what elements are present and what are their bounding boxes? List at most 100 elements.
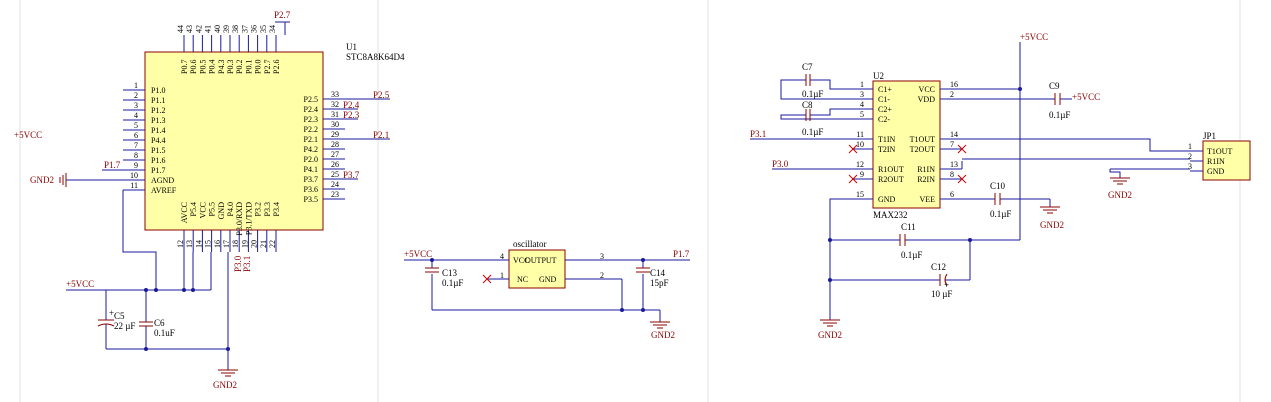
u1-net-labels: P2.7 P2.5 P2.4 P2.3 P2.1 P3.7 P1.7 +5VCC… <box>14 10 390 390</box>
net-p21: P2.1 <box>373 130 389 140</box>
net-gnd-vee: GND2 <box>1040 220 1064 230</box>
u1-pin-42-num: 42 <box>194 25 203 33</box>
u2-pin-5-num: 5 <box>860 110 864 119</box>
u1-mcu[interactable]: U1 STC8A8K64D4 P1.01P1.12P1.23P1.34P1.45… <box>123 25 405 252</box>
u1-pin-5-num: 5 <box>134 121 138 130</box>
u1-pin-6-name: P4.4 <box>151 136 165 145</box>
u1-pin-7-name: P1.5 <box>151 146 165 155</box>
c6-value: 0.1uF <box>154 328 175 338</box>
net-gnd-u2: GND2 <box>818 330 842 340</box>
oscillator[interactable]: oscillator VCC OUTPUT NC GND 4 3 1 2 <box>500 239 604 289</box>
u2-pin-7-num: 7 <box>950 140 954 149</box>
u1-pin-36-name: P0.0 <box>254 60 263 74</box>
net-p31txd: P3.1 <box>242 256 252 272</box>
osc-labels: +5VCC P1.7 GND2 C13 0.1µF C14 15pF <box>404 249 690 340</box>
c7-value: 0.1µF <box>802 89 823 99</box>
u2-pin-1-name: C1+ <box>878 85 892 94</box>
u2-pin-12-name: R1OUT <box>878 165 904 174</box>
u2-pin-15-num: 15 <box>856 190 864 199</box>
u1-pin-41-name: P0.4 <box>208 60 217 74</box>
u1-pin-25-num: 25 <box>331 170 339 179</box>
u2-pin-2-name: VDD <box>918 95 936 104</box>
u2-max232[interactable]: U2 MAX232 C1+1C1-3C2+4C2-5T1IN11T2IN10R1… <box>852 71 962 220</box>
u2-pin-11-num: 11 <box>856 130 864 139</box>
osc-pin-3-num: 3 <box>600 252 604 261</box>
net-gnd-jp1: GND2 <box>1108 190 1132 200</box>
osc-pin-1-num: 1 <box>500 271 504 280</box>
u2-pin-2-num: 2 <box>950 90 954 99</box>
u1-pin-1-name: P1.0 <box>151 86 165 95</box>
u1-pin-18-name: P3.0/RXD <box>235 202 244 236</box>
c11-value: 0.1µF <box>901 250 922 260</box>
jp1-pin3-num: 3 <box>1188 162 1192 171</box>
u1-pin-19-name: P3.1/TXD <box>244 202 253 235</box>
net-vcc-left: +5VCC <box>14 130 42 140</box>
u2-pin-11-name: T1IN <box>878 135 896 144</box>
net-gnd-osc: GND2 <box>651 330 675 340</box>
net-p30rxd: P3.0 <box>233 255 243 272</box>
c7-ref: C7 <box>802 62 813 72</box>
net-p17-osc: P1.7 <box>673 249 690 259</box>
u1-pin-22-num: 22 <box>268 240 277 248</box>
u1-pin-1-num: 1 <box>134 81 138 90</box>
u1-pin-27-num: 27 <box>331 150 339 159</box>
u1-pin-42-name: P0.5 <box>198 60 207 74</box>
c11-ref: C11 <box>901 222 916 232</box>
u1-pin-43-name: P0.6 <box>189 60 198 74</box>
u2-pin-9-name: R2OUT <box>878 175 904 184</box>
u1-pin-34-num: 34 <box>268 25 277 33</box>
u2-pin-13-num: 13 <box>950 160 958 169</box>
u1-pin-39-num: 39 <box>222 25 231 33</box>
u1-pin-37-num: 37 <box>240 25 249 33</box>
net-p25: P2.5 <box>373 90 390 100</box>
u1-pin-6-num: 6 <box>134 131 138 140</box>
u1-pin-32-name: P2.4 <box>304 105 318 114</box>
u1-right-pins: P2.533P2.432P2.331P2.230P2.129P4.228P2.0… <box>304 90 345 204</box>
u1-top-pins: P0.744P0.643P0.542P0.441P4.340P0.339P0.2… <box>176 25 281 74</box>
u1-pin-19-num: 19 <box>240 240 249 248</box>
net-vcc-osc: +5VCC <box>404 249 432 259</box>
u1-pin-39-name: P0.3 <box>226 60 235 74</box>
c6-ref: C6 <box>154 318 165 328</box>
u1-pin-26-name: P4.1 <box>304 165 318 174</box>
jp1-pin1-name: T1OUT <box>1207 147 1232 156</box>
u1-pin-44-num: 44 <box>176 25 185 33</box>
u1-pin-15-name: P5.5 <box>208 202 217 216</box>
u1-pin-30-num: 30 <box>331 120 339 129</box>
c8-value: 0.1µF <box>802 127 823 137</box>
u2-part: MAX232 <box>873 210 908 220</box>
u1-pin-11-num: 11 <box>130 181 138 190</box>
osc-pin-2-num: 2 <box>600 271 604 280</box>
u1-pin-20-num: 20 <box>250 240 259 248</box>
net-p37: P3.7 <box>343 170 360 180</box>
u1-pin-31-name: P2.3 <box>304 115 318 124</box>
u1-pin-27-name: P2.0 <box>304 155 318 164</box>
u1-pin-28-num: 28 <box>331 140 339 149</box>
u1-pin-4-name: P1.3 <box>151 116 165 125</box>
c10-ref: C10 <box>990 181 1006 191</box>
u2-pin-1-num: 1 <box>860 80 864 89</box>
u1-pin-9-num: 9 <box>134 161 138 170</box>
net-p27: P2.7 <box>274 10 291 20</box>
u1-pin-12-name: AVCC <box>180 202 189 223</box>
u1-pin-10-num: 10 <box>130 171 138 180</box>
jp1-pin2-name: R1IN <box>1207 157 1225 166</box>
u1-pin-22-name: P3.4 <box>272 202 281 216</box>
c14-ref: C14 <box>650 268 666 278</box>
u1-pin-38-num: 38 <box>231 25 240 33</box>
u2-pin-14-name: T1OUT <box>910 135 935 144</box>
osc-pin-vcc-name: VCC <box>513 256 529 265</box>
u1-pin-35-num: 35 <box>259 25 268 33</box>
c9-ref: C9 <box>1049 81 1060 91</box>
u1-pin-15-num: 15 <box>204 240 213 248</box>
c13-value: 0.1µF <box>442 278 463 288</box>
u1-pin-26-num: 26 <box>331 160 339 169</box>
u1-body <box>144 51 324 231</box>
u1-pin-44-name: P0.7 <box>180 60 189 74</box>
jp1-connector[interactable]: JP1 T1OUT R1IN GND 1 2 3 <box>1188 131 1251 181</box>
u2-pin-5-name: C2- <box>878 115 890 124</box>
u1-pin-33-name: P2.5 <box>304 95 318 104</box>
osc-title: oscillator <box>513 239 547 249</box>
